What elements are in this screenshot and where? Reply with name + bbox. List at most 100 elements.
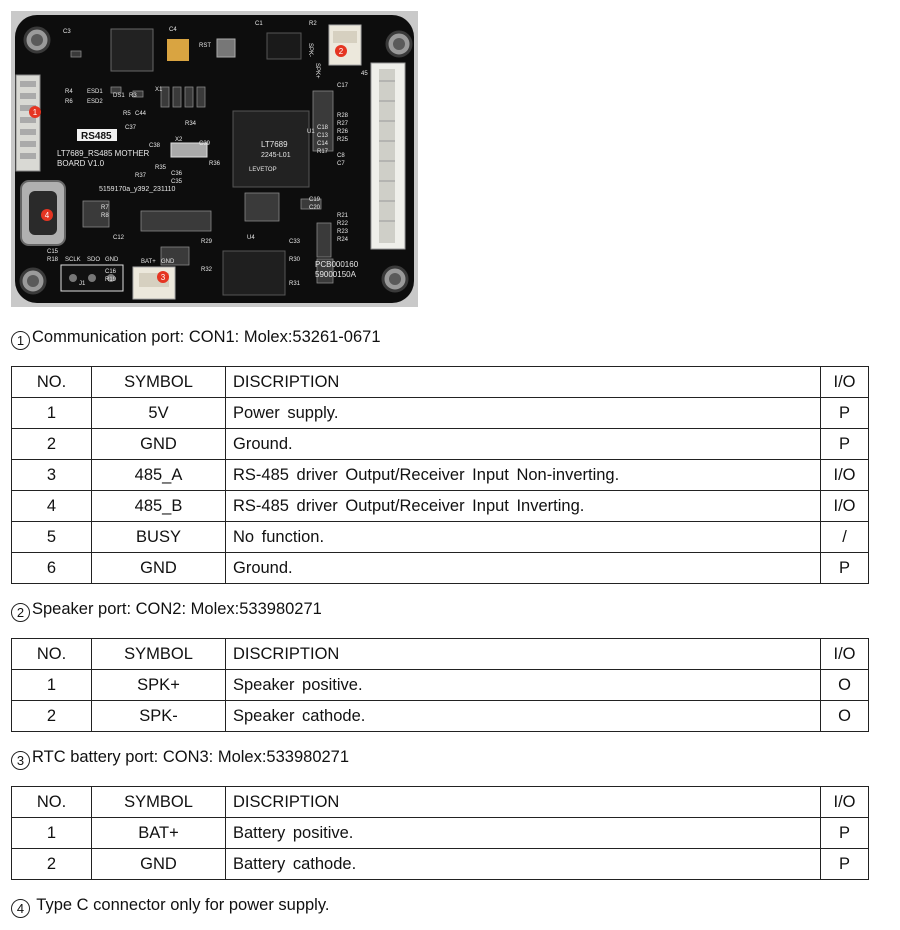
- column-header: I/O: [820, 786, 869, 818]
- pin-number: 2: [11, 428, 92, 460]
- con3-pin-table: NO. SYMBOL DISCRIPTION I/O 1 BAT+ Batter…: [11, 786, 869, 880]
- column-header: I/O: [820, 638, 869, 670]
- silk-ref: C15: [47, 249, 59, 255]
- silk-ref: C37: [125, 125, 137, 131]
- silk-ref: C33: [289, 239, 301, 245]
- marker-1-label: 1: [33, 108, 38, 117]
- silk-ref: C18: [317, 125, 329, 131]
- table-row: 2 GND Ground. P: [11, 428, 869, 460]
- speaker-label-minus: SPK-: [307, 43, 313, 57]
- silk-ref: R35: [155, 165, 167, 171]
- pin-description: RS-485 driver Output/Receiver Input Inve…: [225, 490, 821, 522]
- silk-ref: C35: [171, 179, 183, 185]
- silk-ref: RST: [199, 43, 211, 49]
- reference-designators: C3 C4 C1 R2 RST R4 R6 ESD1 ESD2 DS1 R3 X…: [47, 21, 368, 287]
- pin-description: Battery cathode.: [225, 848, 821, 880]
- pin-io: P: [820, 397, 869, 429]
- chip-marking-2: 2245-L01: [261, 152, 291, 159]
- board-label-1: LT7689_RS485 MOTHER: [57, 149, 150, 158]
- silk-ref: R24: [337, 237, 349, 243]
- silk-ref: R27: [337, 121, 349, 127]
- silk-ref: C8: [337, 153, 345, 159]
- pin-number: 2: [11, 848, 92, 880]
- marker-2: [335, 45, 347, 57]
- silk-ref: C1: [255, 21, 263, 27]
- silk-ref: DS1: [113, 93, 125, 99]
- silk-ref: C14: [317, 141, 329, 147]
- marker-4-label: 4: [45, 211, 50, 220]
- pin-symbol: SPK+: [91, 669, 226, 701]
- silk-ref: C19: [309, 197, 321, 203]
- pin-symbol: 5V: [91, 397, 226, 429]
- marker-2-label: 2: [339, 47, 344, 56]
- silk-ref: C39: [199, 141, 211, 147]
- table-row: 1 BAT+ Battery positive. P: [11, 817, 869, 849]
- pin-description: Power supply.: [225, 397, 821, 429]
- con1-pin-table: NO. SYMBOL DISCRIPTION I/O 1 5V Power su…: [11, 366, 869, 584]
- circled-number: 2: [11, 603, 30, 622]
- silk-ref: R26: [337, 129, 349, 135]
- silk-ref: R21: [337, 213, 349, 219]
- column-header: I/O: [820, 366, 869, 398]
- pin-io: P: [820, 817, 869, 849]
- pin-description: Battery positive.: [225, 817, 821, 849]
- pin-symbol: 485_A: [91, 459, 226, 491]
- silk-ref: C16: [105, 269, 117, 275]
- table-row: 3 485_A RS-485 driver Output/Receiver In…: [11, 459, 869, 491]
- table-row: 1 SPK+ Speaker positive. O: [11, 669, 869, 701]
- pin-io: I/O: [820, 490, 869, 522]
- marker-4: [41, 209, 53, 221]
- pin-description: Ground.: [225, 552, 821, 584]
- table-row: 2 SPK- Speaker cathode. O: [11, 700, 869, 732]
- silk-ref: U4: [247, 235, 255, 241]
- pin-io: /: [820, 521, 869, 553]
- section-4-heading: 4 Type C connector only for power supply…: [11, 896, 329, 918]
- silk-ref: R2: [309, 21, 317, 27]
- board-name: RS485: [81, 131, 112, 142]
- silk-ref: R7: [101, 205, 109, 211]
- silk-ref: R30: [289, 257, 301, 263]
- silk-ref: R31: [289, 281, 301, 287]
- pin-io: P: [820, 848, 869, 880]
- board-label-2: BOARD V1.0: [57, 159, 105, 168]
- silk-ref: R34: [185, 121, 197, 127]
- column-header: SYMBOL: [91, 786, 226, 818]
- pin-number: 1: [11, 669, 92, 701]
- pin-number: 5: [11, 521, 92, 553]
- silk-ref: R28: [337, 113, 349, 119]
- pin-symbol: 485_B: [91, 490, 226, 522]
- pin-description: No function.: [225, 521, 821, 553]
- pcb-photo: LT7689 2245-L01 LEVETOP RS485 LT7689_RS4…: [11, 11, 418, 307]
- marker-3-label: 3: [161, 273, 166, 282]
- pin-symbol: BUSY: [91, 521, 226, 553]
- pin-number: 6: [11, 552, 92, 584]
- chip-marking-1: LT7689: [261, 140, 288, 149]
- pin-io: O: [820, 700, 869, 732]
- silk-ref: R3: [129, 93, 137, 99]
- pin-number: 4: [11, 490, 92, 522]
- serial-code: 5159170a_y392_231110: [99, 186, 176, 193]
- section-heading-text: Communication port: CON1: Molex:53261-06…: [32, 328, 381, 346]
- pin-description: RS-485 driver Output/Receiver Input Non-…: [225, 459, 821, 491]
- column-header: NO.: [11, 786, 92, 818]
- table-row: 2 GND Battery cathode. P: [11, 848, 869, 880]
- silk-ref: C13: [317, 133, 329, 139]
- pin-io: O: [820, 669, 869, 701]
- pin-description: Speaker positive.: [225, 669, 821, 701]
- pin-number: 2: [11, 700, 92, 732]
- silk-ref: R17: [317, 149, 329, 155]
- section-heading-text: Speaker port: CON2: Molex:533980271: [32, 600, 322, 618]
- silk-ref: C7: [337, 161, 345, 167]
- silk-ref: R6: [65, 99, 73, 105]
- pin-symbol: BAT+: [91, 817, 226, 849]
- silk-ref: X2: [175, 137, 183, 143]
- pin-number: 3: [11, 459, 92, 491]
- table-header-row: NO. SYMBOL DISCRIPTION I/O: [11, 366, 869, 398]
- column-header: DISCRIPTION: [225, 638, 821, 670]
- silk-ref: R8: [101, 213, 109, 219]
- silk-ref: C12: [113, 235, 125, 241]
- silk-ref: C20: [309, 205, 321, 211]
- column-header: SYMBOL: [91, 638, 226, 670]
